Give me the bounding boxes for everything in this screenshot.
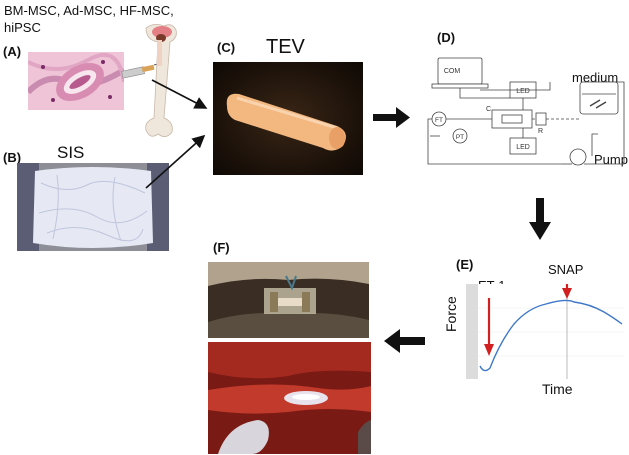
led-bottom-label: LED: [516, 144, 530, 151]
sis-scaffold-photo: [17, 163, 169, 251]
bone-syringe-illustration: [121, 24, 177, 137]
arrow-d-to-e: [529, 198, 551, 240]
panel-d-label: (D): [437, 30, 456, 45]
cell-sources-text: BM-MSC, Ad-MSC, HF-MSC, hiPSC: [4, 3, 174, 35]
force-trace-plot: [466, 284, 624, 379]
gloved-finger: [218, 420, 269, 454]
et1-red-arrow: [484, 298, 494, 356]
arrow-c-to-d: [373, 107, 410, 128]
surgery-photo-top: [208, 262, 369, 338]
arrow-e-to-f: [384, 329, 425, 353]
panel-b-title: SIS: [57, 143, 85, 162]
arrow-b-to-c: [145, 134, 206, 189]
medium-reservoir: [579, 81, 619, 115]
snap-red-arrow: [562, 284, 572, 299]
bone-icon: [145, 24, 177, 137]
panel-b-label: (B): [3, 150, 22, 165]
tev-photo: [213, 62, 363, 175]
histology-image: [28, 52, 124, 110]
syringe-icon: [121, 63, 159, 79]
force-axis-label: Force: [443, 296, 459, 332]
pump-label: Pump: [594, 152, 628, 167]
flow-transducer: [431, 111, 447, 127]
laptop-icon: [431, 57, 489, 89]
surgery-photo-bottom: [208, 342, 371, 454]
led-top-label: LED: [516, 88, 530, 95]
arrow-a-to-c: [151, 79, 208, 109]
panel-a-label: (A): [3, 44, 22, 59]
snap-label: SNAP: [548, 262, 584, 277]
r-label: R: [538, 128, 543, 135]
time-axis-label: Time: [542, 381, 573, 397]
medium-label: medium: [572, 70, 619, 85]
force-trace: [479, 299, 623, 372]
panel-e-label: (E): [456, 257, 474, 272]
panel-f-label: (F): [213, 240, 230, 255]
ft-label: FT: [435, 117, 443, 124]
c-label: C: [486, 106, 491, 113]
com-label: COM: [444, 68, 461, 75]
panel-c-label: (C): [217, 40, 236, 55]
pt-label: PT: [456, 134, 464, 141]
pump-icon: [569, 148, 587, 166]
panel-c-title: TEV: [266, 36, 305, 58]
bioreactor-schematic: COM LED LED FT PT C R: [427, 57, 625, 166]
pressure-transducer: [452, 128, 468, 144]
